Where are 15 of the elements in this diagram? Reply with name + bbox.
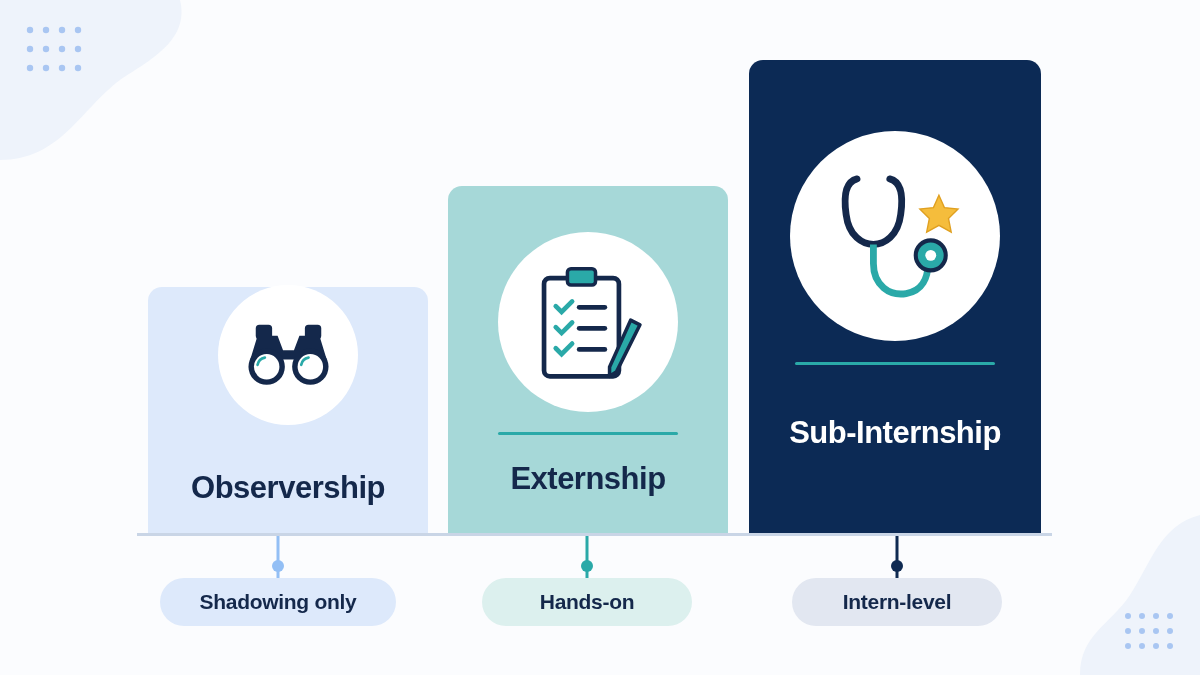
level-title: Sub-Internship xyxy=(789,414,1001,452)
tag-pill xyxy=(792,578,1002,626)
level-card xyxy=(148,287,428,535)
pill-label: Intern-level xyxy=(842,589,952,616)
pill-label: Hands-on xyxy=(539,589,635,616)
level-title: Externship xyxy=(510,460,666,498)
connector-line xyxy=(581,536,593,578)
connector-line xyxy=(272,536,284,578)
tag-pill xyxy=(160,578,396,626)
level-title: Observership xyxy=(191,469,385,507)
tag-pill xyxy=(482,578,692,626)
level-card xyxy=(749,60,1041,535)
level-card xyxy=(448,186,728,535)
connector-line xyxy=(891,536,903,578)
pill-label: Shadowing only xyxy=(199,589,357,616)
